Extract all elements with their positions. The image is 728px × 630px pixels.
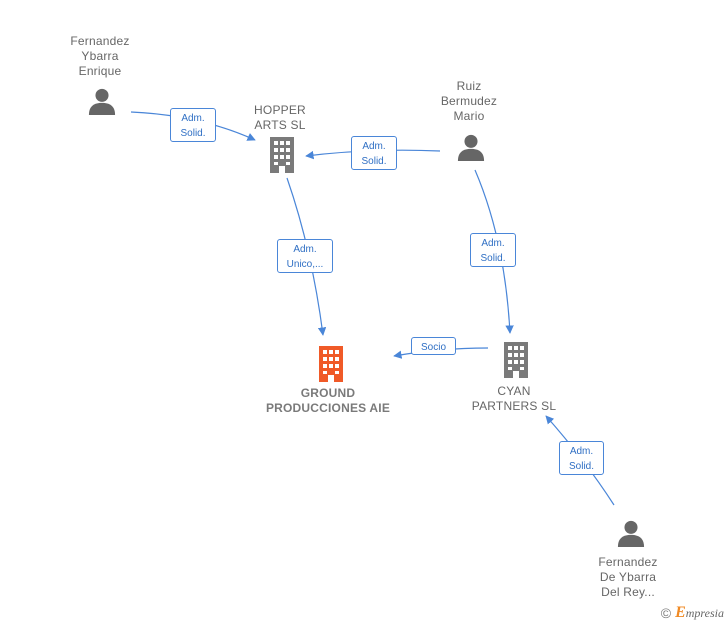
- node-label-fernandez_delrey[interactable]: Fernandez De Ybarra Del Rey...: [598, 555, 658, 599]
- edge-label-fernandez_enrique-to-hopper[interactable]: Adm. Solid.: [170, 108, 216, 142]
- node-label-cyan[interactable]: CYAN PARTNERS SL: [471, 384, 557, 413]
- node-label-ground[interactable]: GROUND PRODUCCIONES AIE: [265, 386, 391, 415]
- building-icon[interactable]: [270, 137, 294, 173]
- edge-label-cyan-to-ground[interactable]: Socio: [411, 337, 456, 355]
- building-icon[interactable]: [504, 342, 528, 378]
- edge-label-ruiz-to-hopper[interactable]: Adm. Solid.: [351, 136, 397, 170]
- footer-brand: © E mpresia: [661, 604, 724, 622]
- node-label-ruiz[interactable]: Ruiz Bermudez Mario: [440, 79, 498, 123]
- node-label-fernandez_enrique[interactable]: Fernandez Ybarra Enrique: [70, 34, 130, 78]
- person-icon[interactable]: [457, 134, 485, 161]
- node-label-hopper[interactable]: HOPPER ARTS SL: [254, 103, 306, 132]
- edge-label-ruiz-to-cyan[interactable]: Adm. Solid.: [470, 233, 516, 267]
- copyright-icon: ©: [660, 605, 672, 621]
- edge-label-hopper-to-ground[interactable]: Adm. Unico,...: [277, 239, 333, 273]
- brand-logo-initial: E: [675, 604, 686, 621]
- brand-logo-text: mpresia: [685, 605, 724, 620]
- edge-label-fernandez_delrey-to-cyan[interactable]: Adm. Solid.: [559, 441, 604, 475]
- person-icon[interactable]: [88, 88, 116, 115]
- building-icon[interactable]: [319, 346, 343, 382]
- person-icon[interactable]: [617, 520, 645, 547]
